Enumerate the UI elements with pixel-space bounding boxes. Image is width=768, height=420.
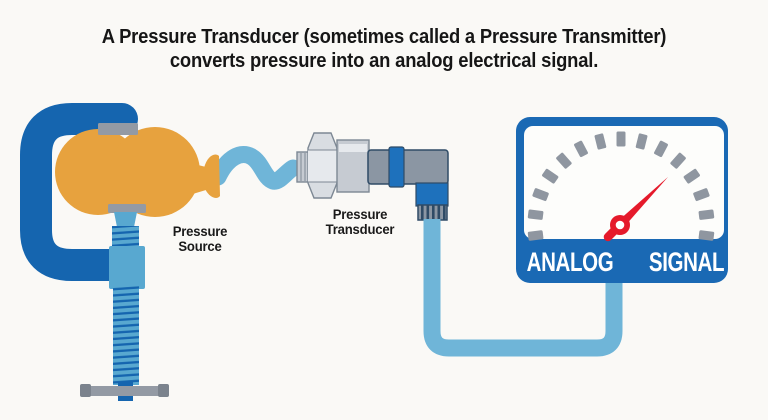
body-highlight [339, 144, 367, 152]
clamp-pad-top [98, 123, 138, 135]
rib [421, 205, 424, 220]
handle-cap-right [158, 384, 169, 397]
bladder-right-lobe [110, 127, 200, 217]
rib [432, 205, 435, 220]
gauge-tick [616, 131, 626, 147]
c-clamp [19, 103, 138, 281]
label-pressure-source-line2: Source [178, 238, 222, 254]
pressure-transducer-device [296, 132, 449, 221]
pressure-tube [209, 146, 302, 190]
page-title: A Pressure Transducer (sometimes called … [31, 25, 738, 73]
gauge-tick-arc [527, 131, 715, 241]
clamp-pad-bottom [108, 204, 146, 213]
gauge-tick [654, 140, 668, 158]
screw-t-handle [84, 386, 167, 396]
gauge-tick [542, 168, 559, 184]
gauge-tick [574, 140, 588, 158]
needle-pointer [616, 176, 669, 229]
gauge-tick [532, 188, 549, 202]
rib [426, 205, 430, 220]
gauge-tick [556, 152, 572, 169]
gauge-caption-analog: ANALOG [526, 246, 613, 277]
rear-housing [367, 149, 449, 185]
gauge-caption: ANALOG SIGNAL [524, 242, 724, 282]
gauge-tick [698, 230, 715, 241]
hex-facet-lines [308, 149, 337, 183]
label-pressure-transducer: Pressure Transducer [292, 208, 428, 237]
elbow-connector [415, 182, 449, 207]
housing-ring [388, 146, 405, 188]
c-clamp-frame [19, 103, 138, 281]
gauge-tick [635, 133, 648, 150]
gauge-caption-signal: SIGNAL [648, 246, 724, 277]
rib [443, 205, 446, 220]
bladder-nozzle [204, 154, 220, 198]
inlet-fitting-threads [300, 153, 306, 181]
rib [437, 205, 441, 220]
signal-cable [423, 219, 623, 357]
gauge-tick [594, 133, 607, 150]
gauge-face [524, 126, 724, 239]
label-pressure-source: Pressure Source [142, 225, 258, 254]
gauge-tick [670, 152, 686, 169]
screw-threads-lower [113, 285, 139, 385]
needle-hub-center [615, 220, 625, 230]
pressure-source-bladder [55, 127, 220, 217]
label-pressure-transducer-line1: Pressure [332, 207, 388, 222]
gauge-needle [603, 176, 669, 242]
label-pressure-source-line1: Pressure [172, 224, 228, 239]
gauge-tick [527, 230, 544, 241]
label-pressure-transducer-line2: Transducer [325, 221, 395, 237]
title-line-2: converts pressure into an analog electri… [169, 50, 599, 72]
analog-gauge [516, 117, 728, 283]
gauge-tick [527, 209, 544, 220]
screw-boss [109, 246, 145, 289]
gauge-tick [698, 209, 715, 220]
lightning-bolt-icon [632, 249, 634, 276]
handle-cap-left [80, 384, 91, 397]
bladder-neck [186, 162, 206, 196]
title-line-1: A Pressure Transducer (sometimes called … [101, 26, 667, 48]
clamp-screw [80, 212, 169, 401]
hex-nut-mid-facet [308, 150, 337, 182]
gauge-tick [683, 168, 700, 184]
gauge-tick [693, 188, 710, 202]
